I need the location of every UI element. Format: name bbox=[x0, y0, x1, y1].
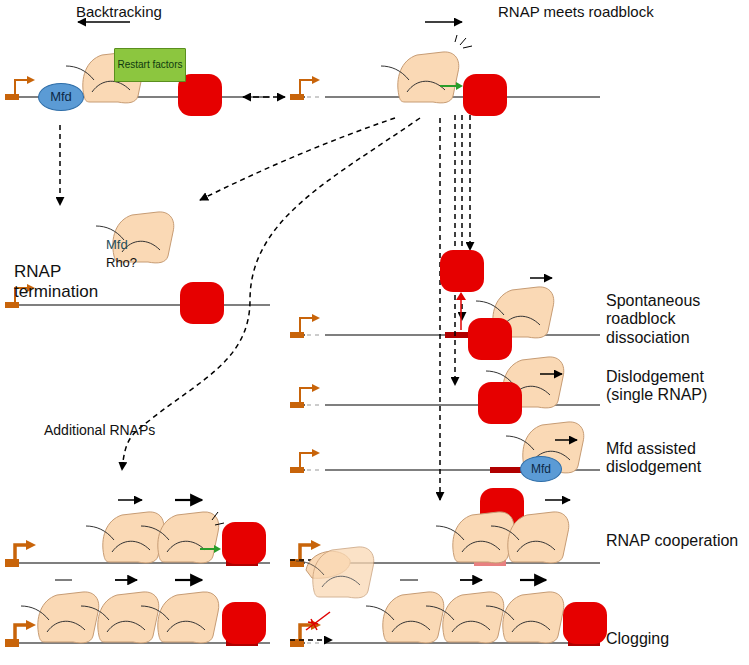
outcome-label: RNAP cooperation bbox=[606, 532, 744, 550]
outcome-label: RNAP termination bbox=[14, 262, 124, 301]
outcome-label: Dislodgement (single RNAP) bbox=[606, 368, 744, 405]
process-label: Additional RNAPs bbox=[44, 422, 204, 438]
process-label: Backtracking bbox=[76, 3, 196, 20]
outcome-label: Mfd assisted dislodgement bbox=[606, 440, 744, 477]
node-text: Mfd bbox=[531, 463, 551, 476]
protein-oval: Mfd bbox=[520, 456, 562, 482]
factor-label: Mfd bbox=[106, 238, 166, 253]
node-text: Restart factors bbox=[117, 60, 182, 71]
protein-oval: Mfd bbox=[38, 83, 84, 111]
outcome-label: Spontaneous roadblock dissociation bbox=[606, 292, 744, 347]
outcome-label: Clogging bbox=[606, 630, 744, 648]
process-label: RNAP meets roadblock bbox=[498, 3, 718, 20]
factor-label: Rho? bbox=[106, 256, 166, 271]
node-text: Mfd bbox=[50, 90, 72, 104]
restart-factors-box: Restart factors bbox=[114, 48, 186, 82]
